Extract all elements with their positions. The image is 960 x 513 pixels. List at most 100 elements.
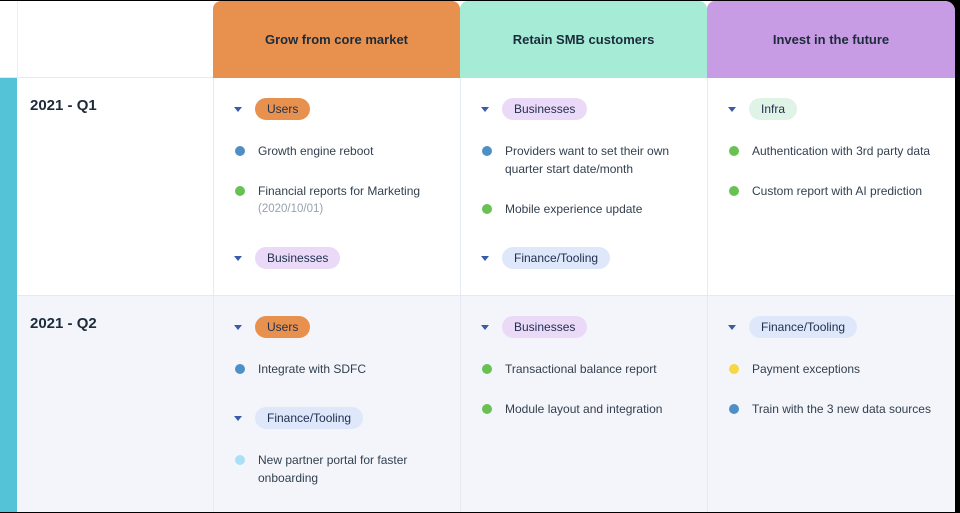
group-header-businesses: Businesses	[461, 316, 707, 338]
group-header-users: Users	[214, 316, 460, 338]
group-tag-businesses[interactable]: Businesses	[502, 316, 588, 338]
item-title: Custom report with AI prediction	[752, 184, 923, 198]
group-header-finance-tooling: Finance/Tooling	[214, 407, 460, 429]
status-dot-icon	[729, 404, 739, 414]
item-title: Mobile onboarding v2	[505, 291, 620, 295]
roadmap-item[interactable]: Train with the 3 new data sources	[708, 400, 943, 418]
item-text: Train with the 3 new data sources	[752, 400, 931, 418]
item-title: Providers want to set their own quarter …	[505, 144, 670, 176]
group-tag-finance-tooling[interactable]: Finance/Tooling	[749, 316, 858, 338]
item-title: Payment exceptions	[752, 362, 861, 376]
item-title: Integrate with SDFC	[258, 362, 367, 376]
roadmap-item[interactable]: Take rate analysis suites	[214, 291, 448, 295]
item-title: Financial reports for Marketing	[258, 184, 421, 198]
item-text: Module layout and integration	[505, 400, 662, 418]
item-text: Mobile onboarding v2	[505, 291, 620, 295]
collapse-caret-icon[interactable]	[234, 106, 242, 112]
status-dot-icon	[482, 364, 492, 374]
status-dot-icon	[729, 146, 739, 156]
column-header-grow-from-core-market: Grow from core market	[213, 1, 460, 78]
status-dot-icon	[482, 146, 492, 156]
collapse-caret-icon[interactable]	[234, 415, 242, 421]
column-header-label: Grow from core market	[264, 32, 409, 47]
column-header-label: Invest in the future	[772, 32, 890, 47]
roadmap-item[interactable]: Providers want to set their own quarter …	[461, 142, 695, 178]
group-header-users: Users	[214, 98, 460, 120]
group-header-businesses: Businesses	[214, 247, 460, 270]
status-dot-icon	[729, 186, 739, 196]
roadmap-item[interactable]: Transactional balance report	[461, 360, 695, 378]
item-text: Take rate analysis suites	[258, 291, 389, 295]
group-header-finance-tooling: Finance/Tooling	[708, 316, 955, 338]
collapse-caret-icon[interactable]	[234, 324, 242, 330]
group-header-businesses: Businesses	[461, 98, 707, 120]
roadmap-item[interactable]: Mobile onboarding v2	[461, 291, 695, 295]
item-title: Transactional balance report	[505, 362, 657, 376]
row-label: 2021 - Q2	[30, 315, 97, 332]
collapse-caret-icon[interactable]	[234, 255, 242, 261]
group-tag-businesses[interactable]: Businesses	[502, 98, 588, 120]
status-dot-icon	[729, 364, 739, 374]
column-header-retain-smb-customers: Retain SMB customers	[460, 1, 707, 78]
collapse-caret-icon[interactable]	[481, 324, 489, 330]
item-date-note: (2020/10/01)	[258, 203, 324, 215]
roadmap-item[interactable]: Mobile experience update	[461, 200, 695, 218]
column-header-invest-in-the-future: Invest in the future	[707, 1, 955, 78]
header-corner-cell	[0, 1, 213, 78]
collapse-caret-icon[interactable]	[481, 255, 489, 261]
row-accent-rail	[0, 78, 17, 512]
item-text: Transactional balance report	[505, 360, 657, 378]
roadmap-item[interactable]: Financial reports for Marketing (2020/10/…	[214, 182, 448, 218]
item-title: Mobile experience update	[505, 202, 643, 216]
collapse-caret-icon[interactable]	[728, 324, 736, 330]
group-tag-businesses[interactable]: Businesses	[255, 247, 341, 270]
item-title: New partner portal for faster onboarding	[258, 453, 408, 485]
item-text: Growth engine reboot	[258, 142, 373, 160]
roadmap-item[interactable]: Growth engine reboot	[214, 142, 448, 160]
row-label: 2021 - Q1	[30, 97, 97, 114]
row-label-cell-2021-q2: 2021 - Q2	[0, 296, 213, 512]
group-header-finance-tooling: Finance/Tooling	[461, 247, 707, 269]
roadmap-item[interactable]: New idea associated with grouped reports	[214, 509, 448, 512]
status-dot-icon	[235, 364, 245, 374]
group-tag-users[interactable]: Users	[255, 316, 311, 338]
collapse-caret-icon[interactable]	[728, 106, 736, 112]
group-tag-finance-tooling[interactable]: Finance/Tooling	[502, 247, 611, 269]
group-tag-infra[interactable]: Infra	[749, 98, 798, 120]
roadmap-item[interactable]: Module layout and integration	[461, 400, 695, 418]
row-label-cell-2021-q1: 2021 - Q1	[0, 78, 213, 296]
column-header-label: Retain SMB customers	[512, 32, 655, 47]
item-title: New idea associated with grouped reports	[258, 509, 448, 512]
item-text: Providers want to set their own quarter …	[505, 142, 695, 178]
item-text: New idea associated with grouped reports	[258, 509, 448, 512]
roadmap-item[interactable]: Payment exceptions	[708, 360, 943, 378]
collapse-caret-icon[interactable]	[481, 106, 489, 112]
roadmap-item[interactable]: Authentication with 3rd party data	[708, 142, 943, 160]
item-text: Financial reports for Marketing (2020/10/…	[258, 182, 420, 218]
group-tag-finance-tooling[interactable]: Finance/Tooling	[255, 407, 364, 429]
item-text: Payment exceptions	[752, 360, 860, 378]
roadmap-item[interactable]: Integrate with SDFC	[214, 360, 448, 378]
group-tag-users[interactable]: Users	[255, 98, 311, 120]
group-header-infra: Infra	[708, 98, 955, 120]
item-title: Authentication with 3rd party data	[752, 144, 931, 158]
status-dot-icon	[235, 186, 245, 196]
roadmap-item[interactable]: Custom report with AI prediction	[708, 182, 943, 200]
item-title: Growth engine reboot	[258, 144, 374, 158]
roadmap-item[interactable]: New partner portal for faster onboarding	[214, 451, 448, 487]
status-dot-icon	[235, 146, 245, 156]
item-text: Custom report with AI prediction	[752, 182, 922, 200]
corner-divider	[17, 1, 18, 77]
item-title: Train with the 3 new data sources	[752, 402, 931, 416]
item-text: New partner portal for faster onboarding	[258, 451, 448, 487]
item-text: Integrate with SDFC	[258, 360, 366, 378]
item-text: Authentication with 3rd party data	[752, 142, 930, 160]
